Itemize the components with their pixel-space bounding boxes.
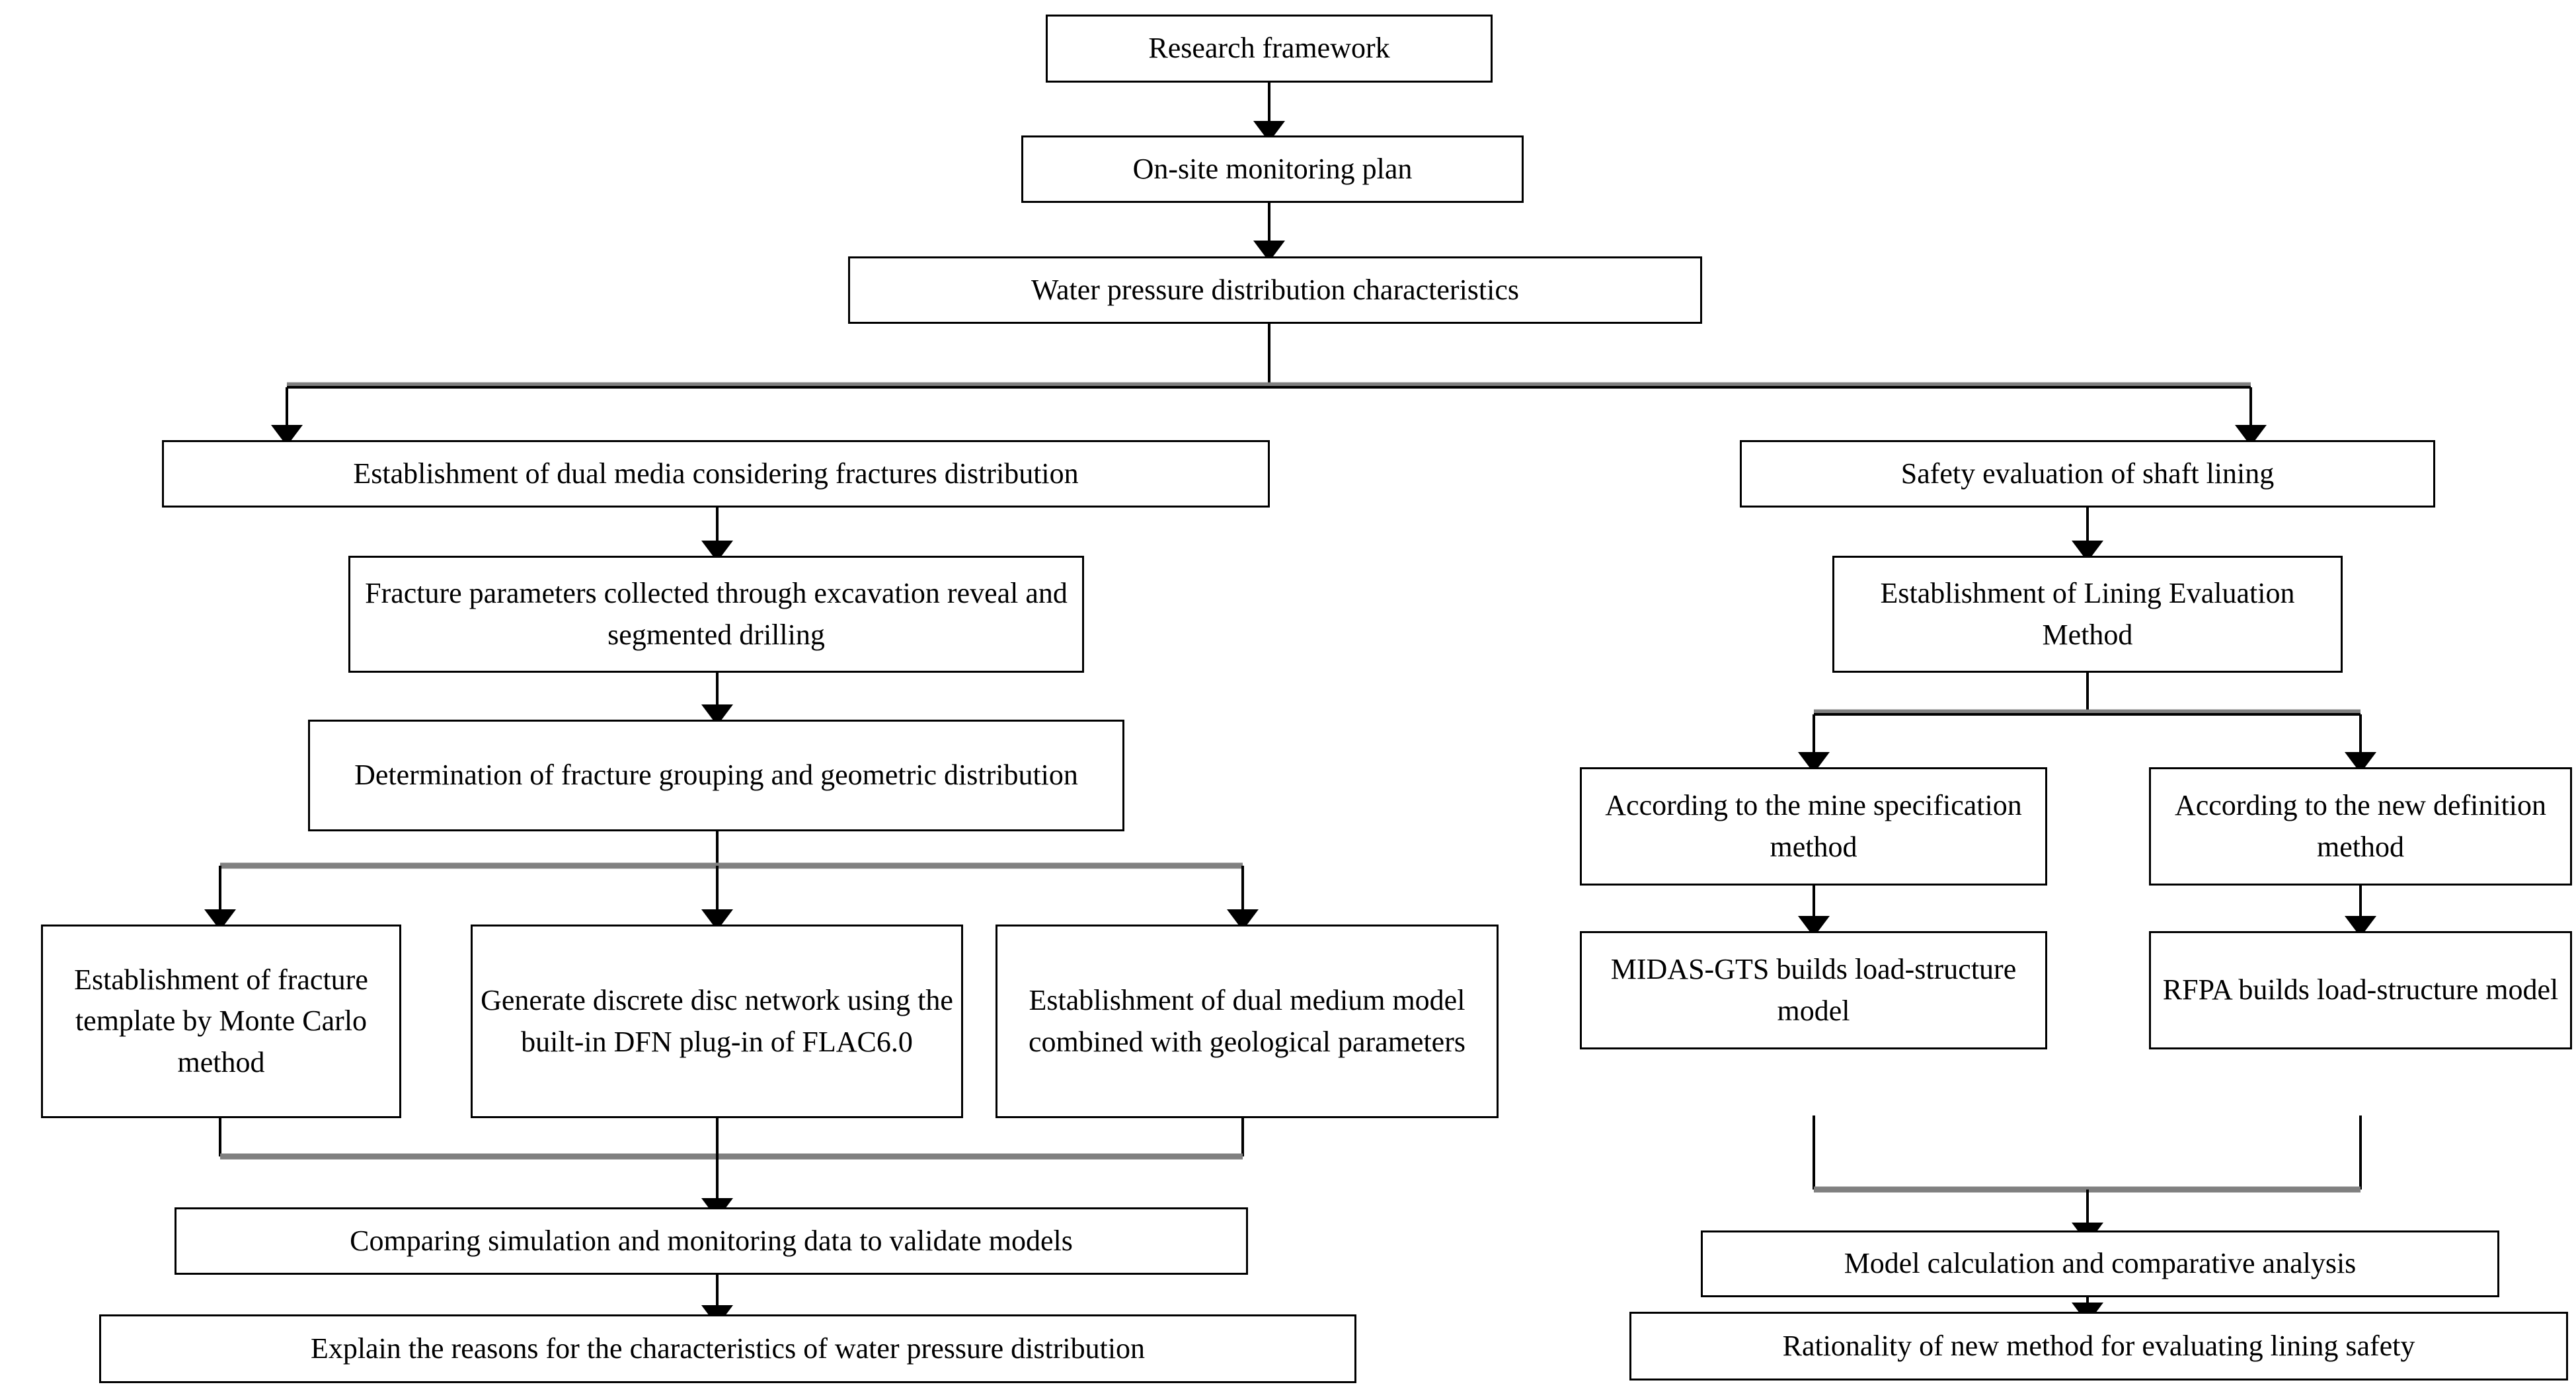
node-compare-simulation[interactable]: Comparing simulation and monitoring data… bbox=[175, 1207, 1248, 1275]
node-safety-evaluation[interactable]: Safety evaluation of shaft lining bbox=[1740, 440, 2435, 508]
node-dual-medium-model[interactable]: Establishment of dual medium model combi… bbox=[995, 925, 1499, 1118]
node-mine-specification-method-label: According to the mine specification meth… bbox=[1605, 789, 2022, 863]
node-fracture-template-monte-carlo-label: Establishment of fracture template by Mo… bbox=[74, 963, 368, 1078]
node-dual-medium-model-label: Establishment of dual medium model combi… bbox=[1029, 984, 1465, 1058]
node-rfpa[interactable]: RFPA builds load-structure model bbox=[2149, 931, 2572, 1049]
node-water-pressure-distribution-label: Water pressure distribution characterist… bbox=[1031, 273, 1520, 306]
node-rfpa-label: RFPA builds load-structure model bbox=[2162, 973, 2559, 1006]
node-fracture-grouping-label: Determination of fracture grouping and g… bbox=[354, 759, 1078, 792]
node-compare-simulation-label: Comparing simulation and monitoring data… bbox=[350, 1224, 1073, 1257]
node-discrete-disc-network[interactable]: Generate discrete disc network using the… bbox=[471, 925, 963, 1118]
node-midas-gts[interactable]: MIDAS-GTS builds load-structure model bbox=[1580, 931, 2047, 1049]
node-dual-media-establishment[interactable]: Establishment of dual media considering … bbox=[162, 440, 1270, 508]
node-model-calculation[interactable]: Model calculation and comparative analys… bbox=[1701, 1230, 2499, 1297]
node-fracture-template-monte-carlo[interactable]: Establishment of fracture template by Mo… bbox=[41, 925, 401, 1118]
node-onsite-monitoring-plan[interactable]: On-site monitoring plan bbox=[1021, 135, 1524, 203]
node-lining-evaluation-method[interactable]: Establishment of Lining Evaluation Metho… bbox=[1832, 556, 2343, 673]
node-explain-reasons-label: Explain the reasons for the characterist… bbox=[310, 1332, 1146, 1365]
node-discrete-disc-network-label: Generate discrete disc network using the… bbox=[481, 984, 953, 1058]
node-fracture-grouping[interactable]: Determination of fracture grouping and g… bbox=[308, 720, 1124, 831]
node-dual-media-establishment-label: Establishment of dual media considering … bbox=[353, 457, 1079, 490]
node-new-definition-method[interactable]: According to the new definition method bbox=[2149, 767, 2572, 886]
node-lining-evaluation-method-label: Establishment of Lining Evaluation Metho… bbox=[1880, 577, 2295, 651]
node-model-calculation-label: Model calculation and comparative analys… bbox=[1844, 1247, 2357, 1280]
node-rationality-label: Rationality of new method for evaluating… bbox=[1782, 1329, 2415, 1362]
node-rationality[interactable]: Rationality of new method for evaluating… bbox=[1629, 1312, 2568, 1380]
node-fracture-parameters[interactable]: Fracture parameters collected through ex… bbox=[348, 556, 1084, 673]
node-explain-reasons[interactable]: Explain the reasons for the characterist… bbox=[99, 1314, 1356, 1383]
node-fracture-parameters-label: Fracture parameters collected through ex… bbox=[365, 577, 1068, 651]
node-mine-specification-method[interactable]: According to the mine specification meth… bbox=[1580, 767, 2047, 886]
node-research-framework-label: Research framework bbox=[1148, 32, 1390, 65]
node-water-pressure-distribution[interactable]: Water pressure distribution characterist… bbox=[848, 256, 1702, 324]
node-midas-gts-label: MIDAS-GTS builds load-structure model bbox=[1610, 953, 2017, 1027]
node-safety-evaluation-label: Safety evaluation of shaft lining bbox=[1900, 457, 2275, 490]
node-research-framework[interactable]: Research framework bbox=[1046, 15, 1493, 83]
node-onsite-monitoring-plan-label: On-site monitoring plan bbox=[1132, 152, 1413, 185]
node-new-definition-method-label: According to the new definition method bbox=[2174, 789, 2547, 863]
